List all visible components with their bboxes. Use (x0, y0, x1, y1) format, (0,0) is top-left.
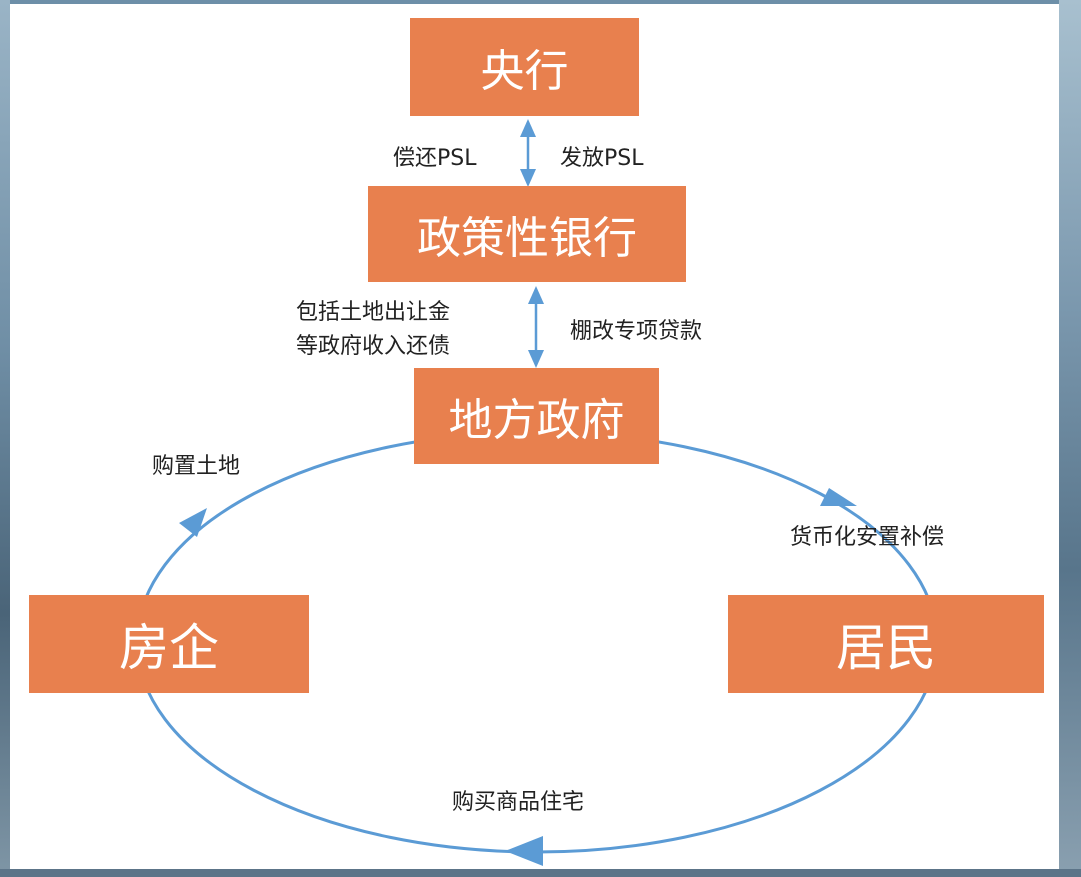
background-photo-left (0, 0, 10, 877)
arrow-policy-localgov-head-down (528, 350, 544, 368)
slide-canvas: 央行 政策性银行 地方政府 房企 居民 偿还PSL 发放PSL 包括土地出让金 … (10, 4, 1059, 869)
node-central-bank: 央行 (410, 18, 639, 116)
background-photo-bottom (0, 869, 1081, 877)
node-residents-label: 居民 (836, 619, 936, 677)
edge-label-repay-psl: 偿还PSL (393, 146, 477, 171)
arrowhead-developer-to-localgov (179, 508, 207, 537)
arrow-central-policy-head-down (520, 169, 536, 187)
node-policy-bank-label: 政策性银行 (417, 213, 637, 264)
edge-label-buy-housing: 购买商品住宅 (452, 790, 585, 815)
arrow-central-policy-head-up (520, 119, 536, 137)
edge-label-cash-compensation: 货币化安置补偿 (790, 525, 945, 550)
edge-label-repay-debt: 包括土地出让金 等政府收入还债 (296, 296, 450, 364)
node-local-gov: 地方政府 (414, 368, 659, 464)
edge-label-buy-land: 购置土地 (152, 454, 241, 479)
arrow-policy-localgov-head-up (528, 286, 544, 304)
arrowhead-localgov-to-residents (820, 488, 857, 506)
edge-label-issue-psl: 发放PSL (560, 146, 644, 171)
edge-label-repay-debt-line1: 包括土地出让金 (296, 300, 451, 325)
edge-label-repay-debt-line2: 等政府收入还债 (296, 334, 451, 359)
node-developer: 房企 (29, 595, 309, 693)
node-policy-bank: 政策性银行 (368, 186, 686, 282)
arrowhead-residents-to-developer (505, 836, 543, 866)
node-developer-label: 房企 (119, 619, 219, 677)
node-local-gov-label: 地方政府 (448, 395, 625, 446)
node-central-bank-label: 央行 (480, 46, 569, 97)
edge-label-shantytown-loan: 棚改专项贷款 (570, 319, 703, 344)
background-photo-right (1059, 0, 1081, 877)
node-residents: 居民 (728, 595, 1044, 693)
